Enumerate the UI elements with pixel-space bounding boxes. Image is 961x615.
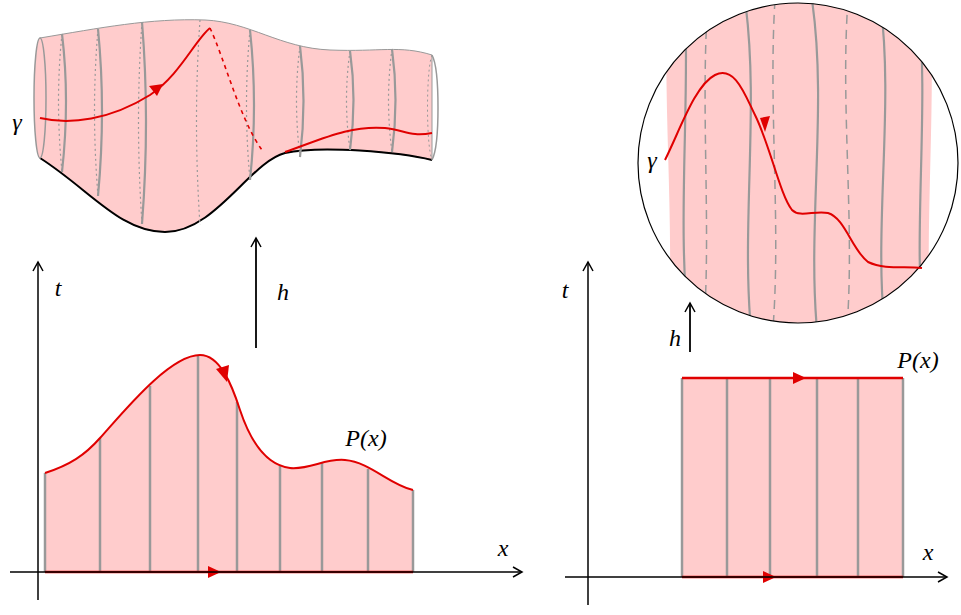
region-right — [682, 372, 903, 583]
map-label: h — [669, 326, 681, 350]
surface-tube — [34, 20, 438, 232]
axis-label: t — [562, 278, 569, 302]
curve-label: γ — [647, 148, 656, 172]
axis-label: x — [923, 540, 934, 564]
t-axis — [37, 262, 39, 600]
function-label: P(x) — [897, 348, 938, 372]
map-arrow — [255, 238, 257, 348]
axis-label: x — [498, 536, 509, 560]
function-label: P(x) — [345, 426, 386, 450]
zoom-circle — [638, 0, 958, 340]
axis-label: t — [55, 276, 62, 300]
region-left — [45, 355, 413, 578]
x-axis — [565, 576, 947, 578]
curve-label: γ — [12, 110, 21, 134]
map-arrow — [689, 303, 691, 352]
t-axis — [587, 262, 589, 605]
x-axis — [10, 571, 522, 573]
map-label: h — [277, 280, 289, 304]
